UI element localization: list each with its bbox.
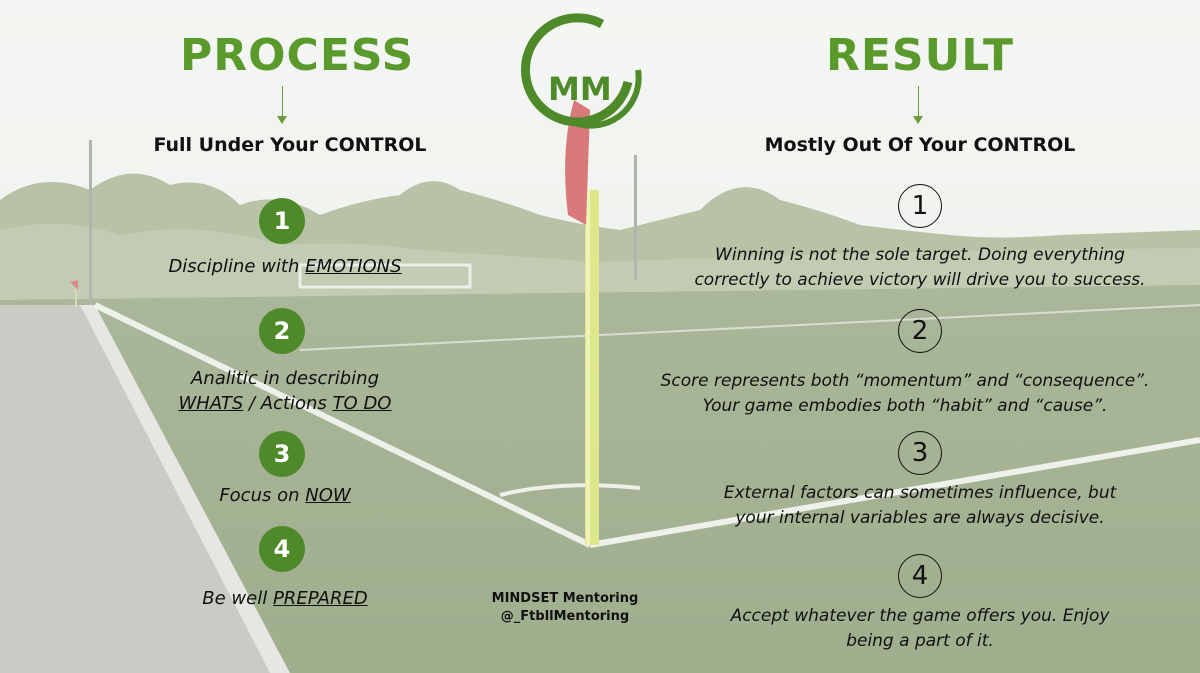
process-number-2: 2: [259, 308, 305, 354]
process-item-2-mid: / Actions: [243, 393, 333, 414]
result-item-2: Score represents both “momentum” and “co…: [630, 369, 1180, 419]
result-item-3: External factors can sometimes influence…: [660, 481, 1180, 531]
process-title: PROCESS: [180, 30, 415, 81]
process-subtitle: Full Under Your CONTROL: [153, 134, 427, 156]
process-item-3: Focus on NOW: [100, 483, 470, 508]
process-item-4-text: Be well: [202, 588, 273, 609]
logo-ring-icon: [520, 13, 642, 129]
result-item-2-line2: Your game embodies both “habit” and “cau…: [702, 396, 1108, 416]
credit-name: MINDSET Mentoring: [491, 591, 639, 606]
process-item-3-emphasis: NOW: [305, 485, 351, 506]
process-item-2-line2: WHATS / Actions TO DO: [100, 391, 470, 416]
process-item-3-text: Focus on: [219, 485, 306, 506]
result-item-3-line2: your internal variables are always decis…: [735, 508, 1105, 528]
process-item-4-emphasis: PREPARED: [272, 588, 368, 609]
process-number-1: 1: [259, 198, 305, 244]
result-arrow: [913, 86, 923, 124]
process-item-1-text: Discipline with: [168, 256, 306, 277]
result-subtitle: Mostly Out Of Your CONTROL: [764, 134, 1076, 156]
result-item-4-line2: being a part of it.: [846, 631, 994, 651]
result-number-3: 3: [898, 431, 942, 475]
result-item-1: Winning is not the sole target. Doing ev…: [660, 243, 1180, 293]
logo-text: MM: [548, 70, 612, 108]
result-item-2-line1: Score represents both “momentum” and “co…: [660, 371, 1150, 391]
process-number-3: 3: [259, 431, 305, 477]
result-number-1: 1: [898, 184, 942, 228]
result-title: RESULT: [825, 30, 1015, 81]
credit: MINDSET Mentoring @_FtbllMentoring: [460, 590, 670, 626]
result-number-4: 4: [898, 554, 942, 598]
process-item-1-emphasis: EMOTIONS: [305, 256, 402, 277]
result-item-3-line1: External factors can sometimes influence…: [723, 483, 1117, 503]
process-item-2: Analitic in describing WHATS / Actions T…: [100, 366, 470, 416]
process-item-2-emphasis-2: TO DO: [332, 393, 392, 414]
process-item-4: Be well PREPARED: [100, 586, 470, 611]
result-number-2: 2: [898, 309, 942, 353]
credit-handle: @_FtbllMentoring: [500, 609, 630, 624]
result-item-1-line2: correctly to achieve victory will drive …: [694, 270, 1146, 290]
process-number-4: 4: [259, 526, 305, 572]
result-item-4: Accept whatever the game offers you. Enj…: [660, 604, 1180, 654]
process-item-2-line1: Analitic in describing: [191, 368, 379, 389]
process-item-1: Discipline with EMOTIONS: [100, 254, 470, 279]
process-arrow: [277, 86, 287, 124]
process-item-2-emphasis-1: WHATS: [178, 393, 244, 414]
mm-logo: MM: [510, 12, 660, 132]
result-item-4-line1: Accept whatever the game offers you. Enj…: [730, 606, 1110, 626]
result-item-1-line1: Winning is not the sole target. Doing ev…: [715, 245, 1125, 265]
